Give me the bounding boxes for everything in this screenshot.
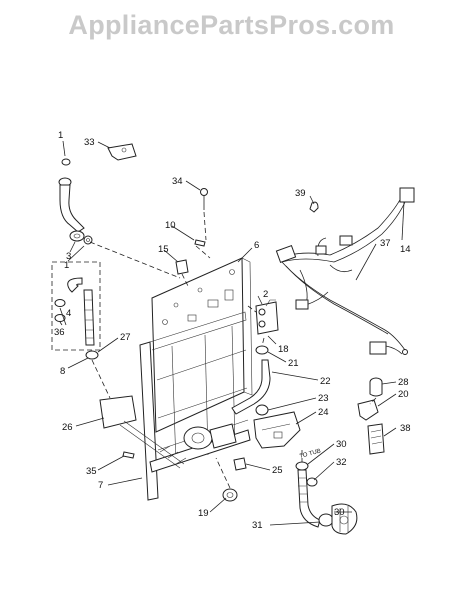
callout-26: 26: [62, 422, 73, 433]
pump-bracket: [253, 411, 301, 449]
callout-32: 32: [336, 457, 347, 468]
part-20: [357, 399, 379, 421]
callout-7: 7: [98, 480, 103, 491]
callout-30b: 30: [334, 507, 345, 518]
callout-2: 2: [263, 289, 268, 300]
to-tub-note: TO TUB: [299, 448, 322, 459]
callout-33: 33: [84, 137, 95, 148]
callout-4: 4: [66, 308, 71, 319]
nut-1-top: [61, 158, 71, 166]
callout-37: 37: [380, 238, 391, 249]
rear-panel: [151, 257, 253, 433]
callout-34: 34: [172, 176, 183, 187]
leader-lines: [89, 211, 377, 489]
callout-labels: 1 33 34 39 10 14 37 15 6 3 1 2 4 36 27 8…: [54, 130, 411, 531]
callout-31: 31: [252, 520, 263, 531]
callout-lines: [59, 140, 405, 526]
lower-drain-hose: [295, 461, 358, 535]
callout-38: 38: [400, 423, 411, 434]
callout-8: 8: [60, 366, 65, 377]
label-38: [367, 423, 385, 455]
clip-15: [175, 259, 189, 275]
callout-28: 28: [398, 377, 409, 388]
callout-18: 18: [278, 344, 289, 355]
drain-hose: [231, 359, 271, 415]
callout-19: 19: [198, 508, 209, 519]
callout-24: 24: [318, 407, 329, 418]
hose-kit-box: [51, 261, 101, 351]
callout-10: 10: [165, 220, 176, 231]
water-inlet-valve: [255, 299, 279, 335]
brace-bracket: [99, 395, 187, 469]
callout-3: 3: [66, 251, 71, 262]
callout-25: 25: [272, 465, 283, 476]
callout-22: 22: [320, 376, 331, 387]
fill-hose-assembly: [58, 177, 93, 245]
callout-1b: 1: [64, 260, 69, 271]
callout-20: 20: [398, 389, 409, 400]
screw-10: [194, 239, 206, 247]
grommet-21: [255, 345, 269, 355]
callout-30a: 30: [336, 439, 347, 450]
callout-39: 39: [295, 188, 306, 199]
callout-35: 35: [86, 466, 97, 477]
callout-15: 15: [158, 244, 169, 255]
wire-harness: [275, 187, 415, 355]
bracket-33: [107, 143, 137, 161]
callout-23: 23: [318, 393, 329, 404]
pump-assembly: [183, 423, 237, 450]
drain-elbow: [85, 350, 99, 360]
callout-1: 1: [58, 130, 63, 141]
screw-35: [122, 451, 135, 459]
callout-14: 14: [400, 244, 411, 255]
clip-25: [233, 457, 247, 471]
screw-34: [200, 188, 208, 210]
callout-27: 27: [120, 332, 131, 343]
clamp-19: [222, 488, 238, 502]
watermark-logo: AppliancePartsPros.com: [68, 10, 395, 40]
clamp-23: [255, 404, 269, 416]
callout-36: 36: [54, 327, 65, 338]
callout-21: 21: [288, 358, 299, 369]
part-28: [369, 377, 383, 397]
callout-6: 6: [254, 240, 259, 251]
